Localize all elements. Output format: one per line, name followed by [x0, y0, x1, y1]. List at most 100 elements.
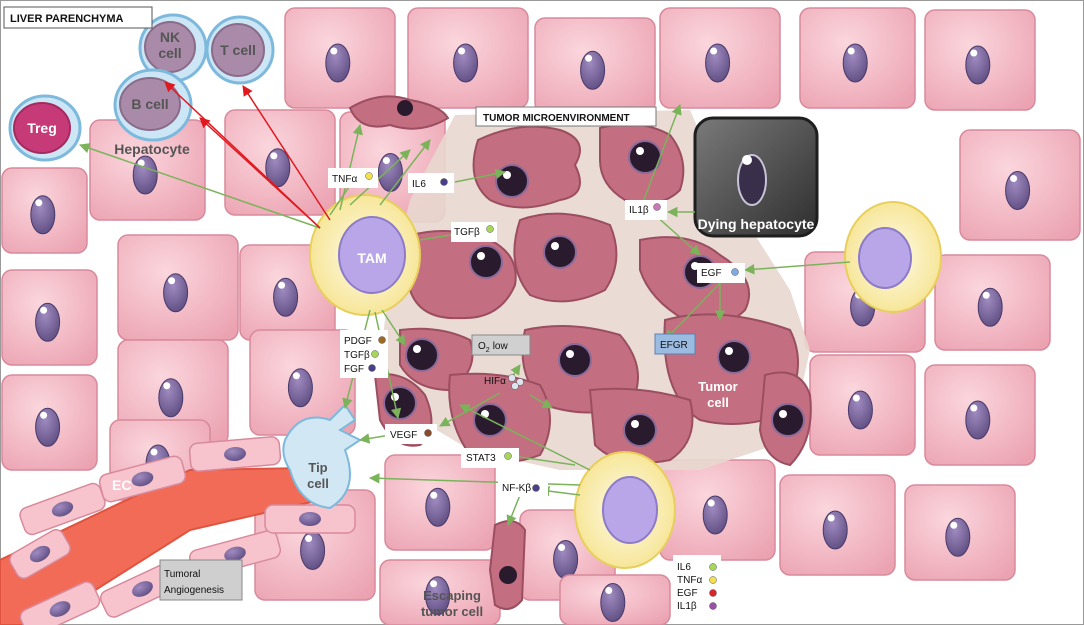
escaping-label-2: tumor cell [421, 604, 483, 619]
oxygen-subscript: 2 [486, 347, 490, 354]
hepatocyte-cell [809, 354, 916, 456]
pdgf-label: PDGF [344, 336, 372, 347]
macrophage-right [844, 201, 942, 313]
tumor-cell [404, 230, 517, 320]
hepatocyte-cell [407, 7, 529, 109]
vegf-label: VEGF [390, 430, 417, 441]
escaping-tumor-cell [488, 520, 527, 610]
angio-label-1: Tumoral [164, 569, 200, 580]
t-cell [205, 15, 275, 85]
tam-label: TAM [357, 250, 386, 266]
endothelial-cell [188, 436, 282, 472]
ec-label: EC [112, 477, 131, 493]
hepatocyte-cell [249, 329, 356, 436]
legend-swatch [709, 563, 717, 571]
nfkb-label: NF-Kβ [502, 483, 531, 494]
endothelial-cell [98, 455, 187, 503]
hepatocyte-cell [1, 167, 88, 254]
hepatocyte-cell [559, 574, 671, 625]
t-cell-label: T cell [220, 42, 256, 58]
hepatocyte-cell [934, 254, 1051, 351]
legend-item: EGF [677, 588, 717, 599]
nk-label-2: cell [158, 45, 181, 61]
tumor-cell [513, 212, 618, 303]
legend-swatch [709, 576, 717, 584]
nk-label-1: NK [160, 29, 180, 45]
oxygen-o: O [478, 341, 486, 352]
hepatocyte-cell [924, 9, 1036, 111]
dying-hepatocyte-label: Dying hepatocyte [698, 216, 815, 232]
legend-label: EGF [677, 588, 698, 599]
factor-dots [365, 172, 739, 492]
hepatocyte-cell [284, 7, 396, 109]
tumor-cell [599, 123, 685, 205]
legend-label: IL6 [677, 562, 691, 573]
hepatocyte-grid [1, 7, 1081, 625]
egfr-label: EFGR [660, 340, 688, 351]
legend-label: IL1β [677, 601, 697, 612]
hepatocyte-cell [1, 374, 98, 471]
treg-label: Treg [27, 120, 57, 136]
legend-swatch [709, 589, 717, 597]
hepatocyte-cell [1, 269, 98, 366]
hepatocyte-cell [924, 364, 1036, 466]
legend-swatch [709, 602, 717, 610]
hepatocyte-cell [959, 129, 1081, 241]
endothelial-cell [9, 529, 71, 579]
endothelial-cell [19, 482, 106, 536]
tip-cell-label-2: cell [307, 476, 329, 491]
stat3-label: STAT3 [466, 453, 496, 464]
hepatocyte-cell [379, 559, 501, 625]
tgfb-label: TGFβ [454, 227, 480, 238]
tip-cell [282, 403, 362, 510]
legend-item: IL1β [677, 601, 717, 612]
hif-label: HIFα [484, 376, 506, 387]
hepatocyte-cell [779, 474, 896, 576]
tme-label: TUMOR MICROENVIRONMENT [483, 113, 630, 124]
hepatocyte-cell [799, 7, 916, 109]
angio-label-2: Angiogenesis [164, 585, 224, 596]
treg-cell [8, 94, 82, 162]
il6-label: IL6 [412, 179, 426, 190]
hepatocyte-cell [534, 17, 656, 114]
tumor-cell [639, 236, 750, 327]
tumor-cell [588, 387, 694, 464]
endothelial-cell [264, 504, 356, 534]
il1b-label: IL1β [629, 205, 649, 216]
legend-item: TNFα [677, 575, 717, 586]
tip-cell-label-1: Tip [308, 460, 327, 475]
egf-label: EGF [701, 268, 722, 279]
tgfb2-label: TGFβ [344, 350, 370, 361]
hepatocyte-label: Hepatocyte [114, 141, 190, 157]
tam-macrophage [309, 194, 421, 316]
legend-item: IL6 [677, 562, 717, 573]
red-arrows [164, 81, 331, 229]
tnfa-label: TNFα [332, 174, 357, 185]
hepatocyte-cell [224, 109, 336, 216]
hepatocyte-cell [659, 459, 776, 561]
tumor-cell [472, 125, 581, 209]
macrophage-bottom [574, 451, 676, 569]
endothelial-cell [19, 581, 101, 625]
legend-label: TNFα [677, 575, 702, 586]
hepatocyte-cell [117, 339, 229, 446]
tumor-cell-label-1: Tumor [698, 379, 737, 394]
hepatocyte-cell [659, 7, 781, 109]
hepatocyte-cell [904, 484, 1016, 581]
migrating-tumor-cell [348, 95, 450, 130]
fgf-label: FGF [344, 364, 364, 375]
oxygen-low: low [493, 341, 509, 352]
escaping-label-1: Escaping [423, 588, 481, 603]
b-cell-label: B cell [131, 96, 168, 112]
tumor-cell-label-2: cell [707, 395, 729, 410]
tumor-cells [373, 123, 812, 467]
hepatocyte-cell [117, 234, 239, 341]
dying-hepatocyte [693, 116, 819, 238]
hepatocyte-cell [384, 454, 496, 551]
title: LIVER PARENCHYMA [10, 13, 124, 25]
tumor-cell [758, 371, 812, 467]
diagram-text: LIVER PARENCHYMA TUMOR MICROENVIRONMENT … [10, 13, 815, 619]
